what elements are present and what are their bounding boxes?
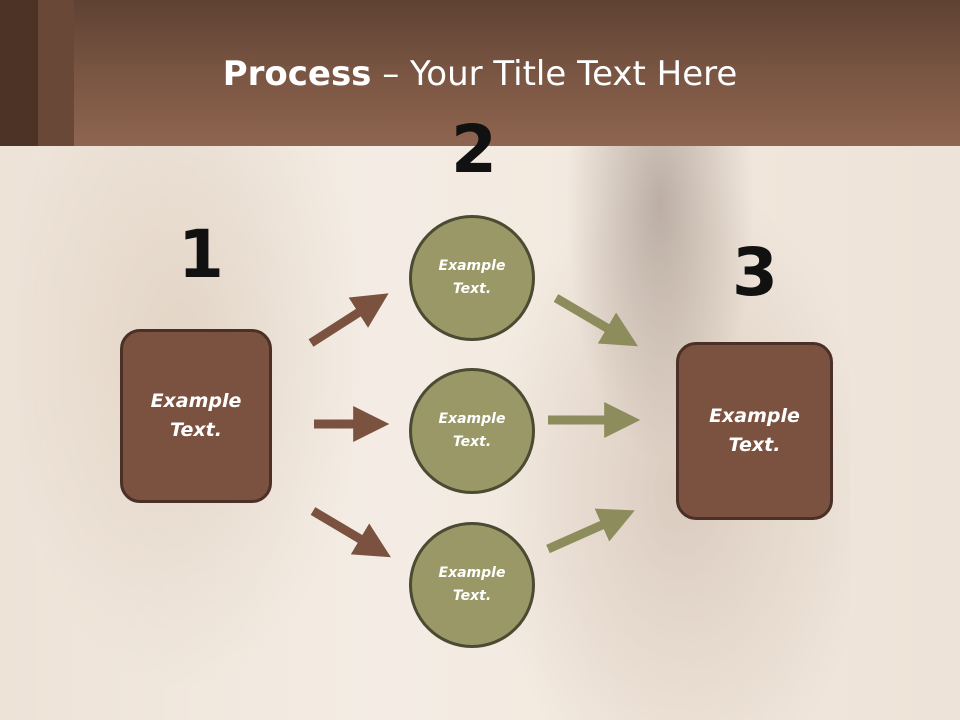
step-number-2: 2 — [451, 111, 497, 188]
circle-3-text: Example Text. — [438, 565, 506, 604]
title-bold: Process — [222, 54, 372, 94]
circle-2-text: Example Text. — [438, 411, 506, 450]
banner-stripe-dark — [0, 0, 38, 146]
banner-stripe-medium — [38, 0, 74, 146]
circle-2: Example Text. — [409, 368, 535, 494]
left-box: Example Text. — [120, 329, 272, 503]
arrow-to-circle-1 — [308, 293, 389, 347]
arrow-circle-3-to-box — [546, 508, 635, 554]
arrow-circle-1-to-box — [553, 294, 638, 347]
circle-1-text: Example Text. — [438, 258, 506, 297]
circle-3: Example Text. — [409, 522, 535, 648]
step-number-1: 1 — [178, 216, 224, 293]
slide-title: Process – Your Title Text Here — [0, 52, 960, 96]
title-rest: – Your Title Text Here — [371, 54, 738, 94]
circle-1: Example Text. — [409, 215, 535, 341]
left-box-text: Example Text. — [150, 390, 242, 441]
right-box: Example Text. — [676, 342, 833, 520]
right-box-text: Example Text. — [709, 405, 800, 456]
title-banner: Process – Your Title Text Here — [0, 0, 960, 146]
step-number-3: 3 — [732, 234, 778, 311]
arrow-to-circle-3 — [310, 507, 391, 558]
